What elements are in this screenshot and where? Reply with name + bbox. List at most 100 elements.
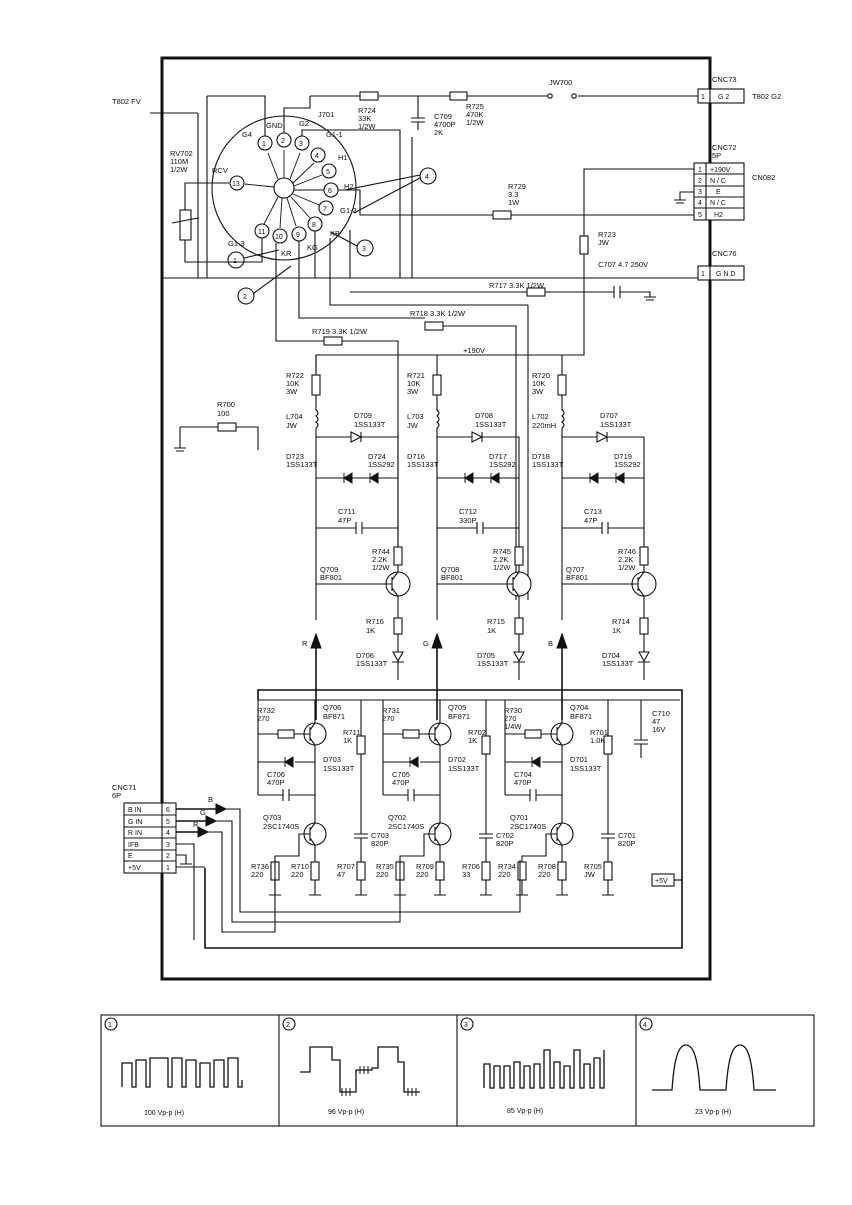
- svg-text:1SS292: 1SS292: [614, 460, 641, 469]
- cnc76-signal: G N D: [716, 271, 735, 278]
- cnc73-label: CNC73: [712, 75, 737, 84]
- jw700-right: [571, 93, 577, 99]
- schematic-frame: [160, 56, 712, 981]
- r725-watt: 1/2W: [466, 118, 484, 127]
- wave4-trace: [652, 1044, 776, 1091]
- base-diode: [638, 651, 650, 663]
- svg-text:47P: 47P: [338, 516, 351, 525]
- svg-text:G IN: G IN: [128, 819, 142, 826]
- cnc73-signal: G 2: [718, 94, 729, 101]
- svg-text:4: 4: [425, 174, 429, 181]
- output-arrow: [431, 632, 443, 649]
- svg-text:1K: 1K: [366, 626, 375, 635]
- svg-text:10K: 10K: [407, 379, 420, 388]
- wave1-trace: [121, 1057, 243, 1088]
- svg-text:D704: D704: [602, 651, 620, 660]
- svg-text:BF801: BF801: [320, 573, 342, 582]
- sock-g4: G4: [242, 130, 252, 139]
- svg-text:1K: 1K: [487, 626, 496, 635]
- driver-cap: [383, 789, 440, 801]
- svg-text:+5V: +5V: [128, 865, 141, 872]
- driver-stages: Q706BF871R732270D7031SS133TC706470PR7111…: [251, 700, 636, 896]
- svg-text:R731: R731: [382, 706, 400, 715]
- r700-value: 100: [217, 409, 230, 418]
- svg-text:R708: R708: [538, 862, 556, 871]
- driver-cap: [505, 789, 562, 801]
- driver-cb: [479, 815, 493, 862]
- jw700-left: [547, 93, 553, 99]
- rv702-value: 110M: [170, 157, 188, 166]
- svg-text:47: 47: [337, 870, 345, 879]
- svg-text:E: E: [128, 853, 133, 860]
- c709-name: C709: [434, 112, 452, 121]
- svg-text:L704: L704: [286, 412, 303, 421]
- svg-text:R707: R707: [337, 862, 355, 871]
- driver-cb: [601, 815, 615, 862]
- svg-text:6: 6: [166, 807, 170, 814]
- svg-text:+190V: +190V: [710, 167, 731, 174]
- driver-diode: [531, 756, 541, 768]
- cnc72-box: [693, 162, 745, 221]
- svg-text:R701: R701: [590, 728, 608, 737]
- svg-text:1SS133T: 1SS133T: [600, 420, 632, 429]
- svg-text:220: 220: [251, 870, 264, 879]
- svg-text:R736: R736: [251, 862, 269, 871]
- svg-text:Q705: Q705: [448, 703, 466, 712]
- h2-wire: [338, 189, 698, 216]
- svg-text:2.2K: 2.2K: [618, 555, 633, 564]
- sock-kr: KR: [281, 249, 292, 258]
- wave3-trace: [483, 1049, 605, 1089]
- socket-center: [273, 177, 295, 199]
- sock-rcv: RCV: [212, 166, 228, 175]
- base-diode: [513, 651, 525, 663]
- output-label: R: [302, 639, 308, 648]
- sock-h1: H1: [338, 153, 348, 162]
- svg-text:IFB: IFB: [128, 842, 139, 849]
- svg-text:D723: D723: [286, 452, 304, 461]
- output-label: G: [423, 639, 429, 648]
- svg-text:Q704: Q704: [570, 703, 588, 712]
- svg-text:330P: 330P: [459, 516, 477, 525]
- gnd-wire: [301, 129, 401, 278]
- svg-text:C702: C702: [496, 831, 514, 840]
- sock-gnd: GND: [266, 121, 283, 130]
- svg-text:BF871: BF871: [323, 712, 345, 721]
- svg-text:L702: L702: [532, 412, 549, 421]
- svg-text:1: 1: [698, 167, 702, 174]
- svg-text:220: 220: [538, 870, 551, 879]
- svg-text:JW: JW: [584, 870, 596, 879]
- r724-watt: 1/2W: [358, 122, 376, 131]
- cnc71-sub: 6P: [112, 791, 121, 800]
- jw700-label: JW700: [549, 78, 572, 87]
- diode-b: [369, 472, 379, 484]
- driver-r2: [557, 861, 567, 881]
- svg-text:9: 9: [296, 232, 300, 239]
- svg-text:E: E: [716, 189, 721, 196]
- svg-text:1SS133T: 1SS133T: [323, 764, 355, 773]
- r729-name: R729: [508, 182, 526, 191]
- svg-text:470P: 470P: [392, 778, 410, 787]
- r700-resistor: [217, 422, 237, 432]
- svg-text:BF871: BF871: [570, 712, 592, 721]
- diode-a: [589, 472, 599, 484]
- g2-link: [283, 96, 311, 133]
- r725-value: 470K: [466, 110, 484, 119]
- diode-b: [490, 472, 500, 484]
- svg-text:1/4W: 1/4W: [504, 722, 522, 731]
- svg-text:D709: D709: [354, 411, 372, 420]
- svg-text:220: 220: [376, 870, 389, 879]
- svg-text:R730: R730: [504, 706, 522, 715]
- svg-text:1SS133T: 1SS133T: [532, 460, 564, 469]
- svg-text:820P: 820P: [618, 839, 636, 848]
- coupling-cap: [436, 456, 519, 620]
- svg-text:1: 1: [262, 141, 266, 148]
- svg-text:1SS133T: 1SS133T: [602, 659, 634, 668]
- rv702-pot: [179, 209, 192, 241]
- svg-text:2.2K: 2.2K: [493, 555, 508, 564]
- svg-text:R735: R735: [376, 862, 394, 871]
- socket-rays: [244, 150, 324, 229]
- svg-text:BF801: BF801: [566, 573, 588, 582]
- top-diode: [471, 431, 484, 443]
- driver-r3: [603, 861, 613, 881]
